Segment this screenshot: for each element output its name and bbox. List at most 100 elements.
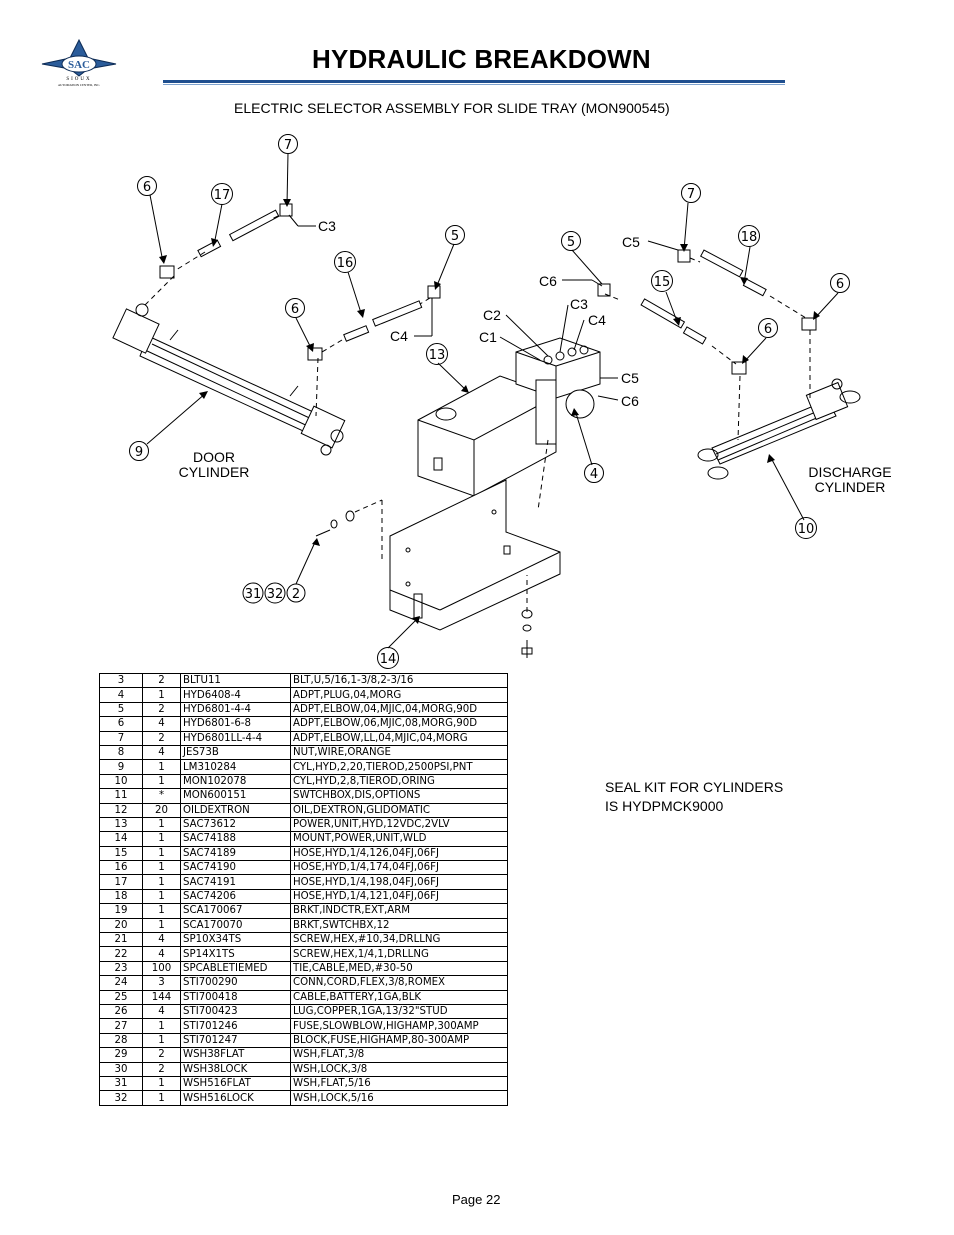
port-label-c4-valve: C4 xyxy=(588,312,606,328)
leader-lines xyxy=(146,152,839,649)
discharge-cylinder-label-2: CYLINDER xyxy=(815,479,886,495)
callout-9: 9 xyxy=(135,445,143,460)
part-item-number: 29 xyxy=(99,1047,143,1063)
part-number: HYD6408-4 xyxy=(180,687,291,703)
callout-bubble: 5 xyxy=(445,225,465,245)
hardware-bolts xyxy=(315,510,533,658)
callout-bubble: 17 xyxy=(211,183,233,205)
port-label-c2: C2 xyxy=(483,307,501,323)
callout-5: 5 xyxy=(451,229,459,244)
part-item-number: 32 xyxy=(99,1090,143,1106)
part-quantity: 2 xyxy=(142,730,181,746)
arrowheads xyxy=(159,199,820,624)
part-item-number: 12 xyxy=(99,802,143,818)
part-description: TIE,CABLE,MED,#30-50 xyxy=(290,960,508,977)
part-description: CONN,CORD,FLEX,3/8,ROMEX xyxy=(290,975,508,991)
part-number: HYD6801-4-4 xyxy=(180,701,291,718)
part-item-number: 13 xyxy=(99,816,143,833)
part-quantity: 1 xyxy=(142,759,181,775)
callout-bubble: 5 xyxy=(561,231,581,251)
page-number: Page 22 xyxy=(452,1192,501,1207)
part-item-number: 30 xyxy=(99,1061,143,1077)
part-quantity: 1 xyxy=(142,888,181,905)
part-quantity: 4 xyxy=(142,716,181,732)
callout-bubble: 32 xyxy=(264,582,286,604)
part-item-number: 24 xyxy=(99,975,143,991)
part-item-number: 11 xyxy=(99,788,143,804)
part-item-number: 3 xyxy=(99,672,143,689)
part-quantity: 1 xyxy=(142,773,181,790)
callout-5: 5 xyxy=(567,235,575,250)
callout-31: 31 xyxy=(245,587,262,602)
part-number: HYD6801-6-8 xyxy=(180,716,291,732)
callout-18: 18 xyxy=(741,230,758,245)
part-number: STI700418 xyxy=(180,989,291,1005)
part-quantity: 20 xyxy=(142,802,181,818)
callout-32: 32 xyxy=(267,587,284,602)
part-number: STI700423 xyxy=(180,1003,291,1020)
callout-bubble: 6 xyxy=(137,176,157,196)
part-description: ADPT,ELBOW,LL,04,MJIC,04,MORG xyxy=(290,730,508,746)
part-quantity: 100 xyxy=(142,960,181,977)
part-item-number: 8 xyxy=(99,744,143,761)
callout-bubble: 13 xyxy=(426,343,448,365)
part-item-number: 4 xyxy=(99,687,143,703)
part-description: ADPT,ELBOW,04,MJIC,04,MORG,90D xyxy=(290,701,508,718)
callout-bubble: 4 xyxy=(584,463,604,483)
callout-7: 7 xyxy=(284,138,292,153)
part-number: OILDEXTRON xyxy=(180,802,291,818)
door-cylinder-label-2: CYLINDER xyxy=(179,464,250,480)
discharge-cylinder-label-1: DISCHARGE xyxy=(808,464,891,480)
part-item-number: 15 xyxy=(99,845,143,862)
callout-bubble: 14 xyxy=(377,647,399,669)
part-description: WSH,FLAT,3/8 xyxy=(290,1047,508,1063)
part-description: FUSE,SLOWBLOW,HIGHAMP,300AMP xyxy=(290,1018,508,1034)
part-item-number: 19 xyxy=(99,903,143,919)
port-label-c3: C3 xyxy=(318,218,336,234)
part-number: WSH516FLAT xyxy=(180,1075,291,1092)
callout-bubble: 15 xyxy=(651,270,673,292)
callout-17: 17 xyxy=(214,188,231,203)
part-quantity: 1 xyxy=(142,1032,181,1049)
part-quantity: 1 xyxy=(142,687,181,703)
callout-bubble: 31 xyxy=(242,582,264,604)
callout-bubble: 16 xyxy=(334,251,356,273)
discharge-cylinder xyxy=(697,378,861,480)
callout-6: 6 xyxy=(836,277,844,292)
part-description: CYL,HYD,2,8,TIEROD,ORING xyxy=(290,773,508,790)
callout-4: 4 xyxy=(590,467,598,482)
part-quantity: 1 xyxy=(142,845,181,862)
part-quantity: 4 xyxy=(142,932,181,948)
mount-bracket xyxy=(389,479,561,631)
callout-bubble: 6 xyxy=(285,298,305,318)
part-number: BLTU11 xyxy=(180,672,291,689)
part-description: HOSE,HYD,1/4,126,04FJ,06FJ xyxy=(290,845,508,862)
part-number: WSH38LOCK xyxy=(180,1061,291,1077)
part-quantity: 1 xyxy=(142,874,181,890)
part-description: CYL,HYD,2,20,TIEROD,2500PSI,PNT xyxy=(290,759,508,775)
part-item-number: 20 xyxy=(99,917,143,934)
part-quantity: 3 xyxy=(142,975,181,991)
part-number: SAC74190 xyxy=(180,860,291,876)
part-description: HOSE,HYD,1/4,174,04FJ,06FJ xyxy=(290,860,508,876)
part-number: SAC74206 xyxy=(180,888,291,905)
callout-bubble: 7 xyxy=(278,134,298,154)
part-number: SCA170070 xyxy=(180,917,291,934)
part-number: WSH516LOCK xyxy=(180,1090,291,1106)
part-quantity: 1 xyxy=(142,1075,181,1092)
